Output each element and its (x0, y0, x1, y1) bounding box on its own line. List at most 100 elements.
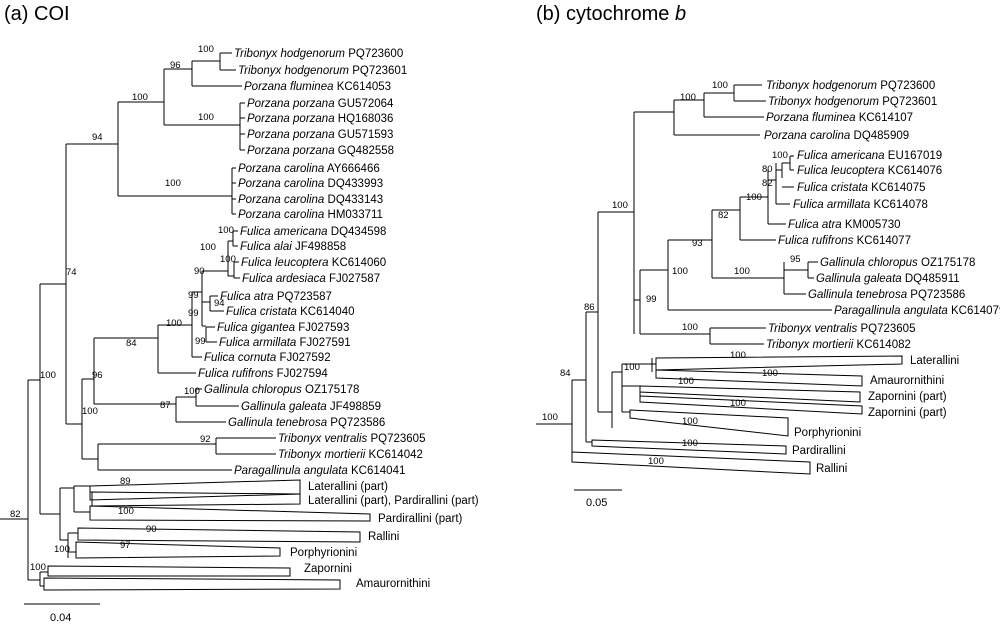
support-value: 100 (678, 376, 694, 387)
support-value: 100 (542, 412, 558, 423)
taxon-label: Fulica gigantea FJ027593 (217, 322, 349, 334)
taxon-label: Tribonyx hodgenorum PQ723600 (234, 48, 403, 60)
clade-label: Laterallini (910, 355, 959, 367)
support-value: 97 (120, 540, 131, 551)
support-value: 100 (624, 362, 640, 373)
support-value: 96 (92, 370, 103, 381)
taxon-label: Fulica rufifrons KC614077 (778, 235, 911, 247)
panel-a-scale-bar: 0.04 (24, 603, 100, 624)
taxon-label: Tribonyx hodgenorum PQ723601 (238, 65, 407, 77)
taxon-label: Gallinula tenebrosa PQ723586 (228, 417, 385, 429)
support-value: 100 (198, 112, 214, 123)
taxon-label: Porzana carolina AY666466 (238, 163, 380, 175)
clade-label: Zapornini (part) (868, 407, 947, 419)
support-value: 99 (188, 308, 199, 319)
support-value: 100 (746, 192, 762, 203)
support-value: 80 (762, 164, 773, 175)
clade-label: Zapornini (part) (868, 391, 947, 403)
taxon-label: Tribonyx ventralis PQ723605 (278, 433, 425, 445)
taxon-label: Porzana carolina HM033711 (238, 209, 383, 221)
taxon-label: Fulica armillata FJ027591 (219, 337, 351, 349)
panel-b-scale-bar: 0.05 (574, 489, 622, 509)
clade-label: Amaurornithini (356, 578, 430, 590)
panel-b-support-values: 100 100 100 80 82 100 82 95 100 93 100 9… (542, 80, 801, 467)
support-value: 100 (218, 225, 234, 236)
support-value: 100 (132, 92, 148, 103)
support-value: 100 (648, 456, 664, 467)
support-value: 89 (120, 476, 131, 487)
taxon-label: Fulica alai JF498858 (240, 241, 346, 253)
support-value: 100 (682, 322, 698, 333)
support-value: 100 (166, 318, 182, 329)
support-value: 96 (170, 60, 181, 71)
support-value: 100 (682, 416, 698, 427)
taxon-label: Fulica armillata KC614078 (793, 199, 928, 211)
taxon-label: Porzana porzana GU572064 (247, 98, 394, 110)
taxon-label: Fulica rufifrons FJ027594 (198, 368, 328, 380)
taxon-label: Porzana fluminea KC614053 (244, 81, 391, 93)
support-value: 100 (198, 44, 214, 55)
clade-label: Pardirallini (part) (378, 513, 463, 525)
taxon-label: Porzana carolina DQ433993 (238, 178, 383, 190)
support-value: 90 (194, 266, 205, 277)
support-value: 100 (165, 178, 181, 189)
panel-b-clade-labels: Laterallini Amaurornithini Zapornini (pa… (792, 355, 959, 475)
support-value: 100 (200, 242, 216, 253)
taxon-label: Fulica cristata KC614075 (797, 182, 926, 194)
taxon-label: Tribonyx hodgenorum PQ723600 (766, 80, 935, 92)
support-value: 100 (672, 266, 688, 277)
taxon-label: Fulica atra KM005730 (788, 219, 901, 231)
support-value: 100 (40, 370, 56, 381)
panel-a-support-values: 100 96 100 100 94 100 100 100 90 100 99 … (10, 44, 236, 573)
support-value: 100 (734, 266, 750, 277)
taxon-label: Gallinula chloropus OZ175178 (820, 257, 975, 269)
panel-b-collapsed-clades (571, 355, 903, 475)
clade-label: Rallini (816, 463, 847, 475)
support-value: 86 (584, 302, 595, 313)
taxon-label: Gallinula galeata JF498859 (241, 401, 381, 413)
support-value: 99 (195, 336, 206, 347)
taxon-label: Gallinula chloropus OZ175178 (204, 384, 359, 396)
panel-a-tree-branches (0, 52, 276, 587)
taxon-label: Fulica ardesiaca FJ027587 (242, 273, 380, 285)
taxon-label: Tribonyx mortierii KC614082 (766, 339, 911, 351)
support-value: 90 (146, 524, 157, 535)
clade-label: Porphyrionini (794, 427, 861, 439)
taxon-label: Fulica americana EU167019 (797, 150, 942, 162)
support-value: 94 (214, 298, 225, 309)
taxon-label: Porzana porzana GQ482558 (247, 145, 394, 157)
taxon-label: Porzana fluminea KC614107 (766, 112, 913, 124)
support-value: 100 (730, 398, 746, 409)
taxon-label: Tribonyx mortierii KC614042 (278, 449, 423, 461)
panel-b-taxon-labels: Tribonyx hodgenorum PQ723600 Tribonyx ho… (764, 80, 1000, 351)
support-value: 100 (30, 562, 46, 573)
support-value: 100 (680, 92, 696, 103)
scale-bar-label: 0.05 (586, 497, 607, 509)
support-value: 100 (682, 438, 698, 449)
clade-label: Rallini (368, 531, 399, 543)
panel-a-title: (a) COI (4, 3, 70, 25)
support-value: 93 (692, 238, 703, 249)
taxon-label: Paragallinula angulata KC614041 (234, 465, 405, 477)
support-value: 94 (92, 132, 103, 143)
taxon-label: Gallinula tenebrosa PQ723586 (808, 289, 965, 301)
taxon-label: Fulica americana DQ434598 (240, 226, 386, 238)
taxon-label: Porzana porzana GU571593 (247, 129, 393, 141)
panel-a-taxon-labels: Tribonyx hodgenorum PQ723600 Tribonyx ho… (198, 48, 425, 477)
taxon-label: Porzana porzana HQ168036 (247, 113, 393, 125)
taxon-label: Porzana carolina DQ433143 (238, 194, 383, 206)
support-value: 95 (790, 254, 801, 265)
support-value: 82 (718, 210, 729, 221)
taxon-label: Fulica cristata KC614040 (226, 306, 355, 318)
clade-label: Amaurornithini (870, 375, 944, 387)
support-value: 100 (762, 368, 778, 379)
support-value: 100 (730, 350, 746, 361)
panel-b-title: (b) cytochrome b (536, 3, 686, 25)
taxon-label: Tribonyx hodgenorum PQ723601 (768, 96, 937, 108)
support-value: 84 (560, 368, 571, 379)
panel-a-clade-labels: Laterallini (part) Laterallini (part), P… (290, 481, 479, 590)
support-value: 100 (54, 544, 70, 555)
clade-label: Laterallini (part), Pardirallini (part) (308, 495, 479, 507)
support-value: 100 (220, 254, 236, 265)
taxon-label: Gallinula galeata DQ485911 (816, 273, 960, 285)
